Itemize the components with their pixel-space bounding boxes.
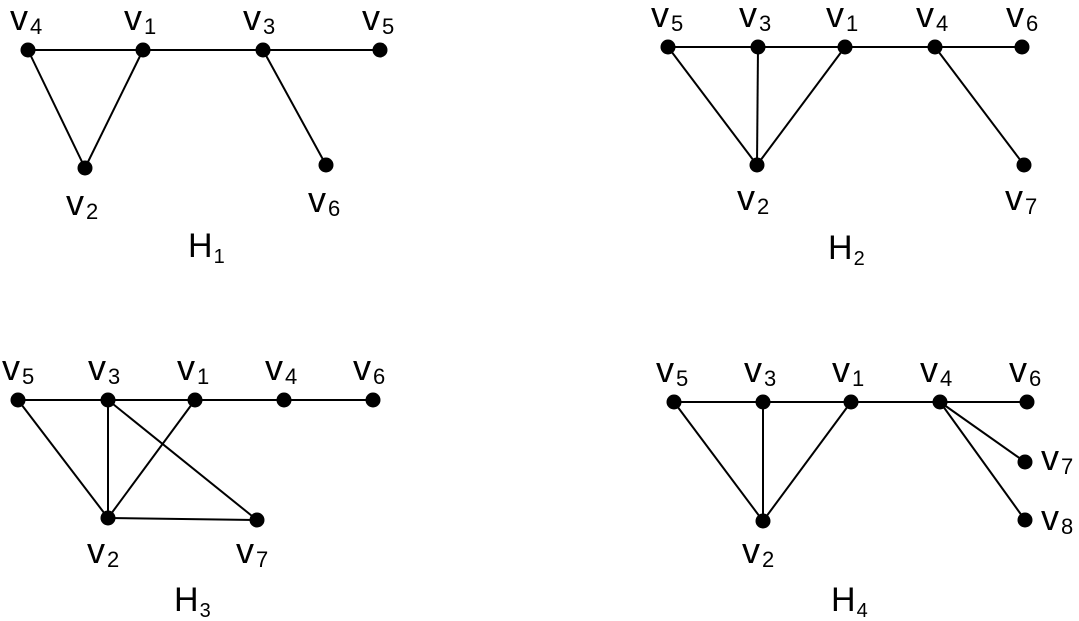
vertex-label-v7: v7 bbox=[1005, 177, 1037, 219]
edge-v1-v2 bbox=[762, 401, 852, 522]
vertex-v4 bbox=[276, 392, 292, 408]
vertex-label-v3: v3 bbox=[243, 0, 275, 39]
vertex-label-v7: v7 bbox=[1041, 437, 1073, 479]
vertex-v2 bbox=[77, 160, 93, 176]
vertex-label-v5: v5 bbox=[362, 0, 394, 39]
vertex-label-v6: v6 bbox=[1006, 0, 1038, 36]
vertex-v5 bbox=[372, 42, 388, 58]
vertex-label-v3: v3 bbox=[88, 347, 120, 389]
edge-v2-v7 bbox=[107, 517, 258, 521]
graph-title-h4: H4 bbox=[831, 581, 868, 621]
vertex-v1 bbox=[135, 42, 151, 58]
vertex-v7 bbox=[1017, 454, 1033, 470]
vertex-v6 bbox=[365, 392, 381, 408]
vertex-v5 bbox=[10, 392, 26, 408]
vertex-label-v4: v4 bbox=[916, 0, 948, 36]
vertex-v6 bbox=[1014, 39, 1030, 55]
vertex-label-v1: v1 bbox=[826, 0, 858, 36]
vertex-v4 bbox=[20, 42, 36, 58]
vertex-label-v6: v6 bbox=[353, 347, 385, 389]
vertex-v3 bbox=[100, 392, 116, 408]
edge-v3-v6 bbox=[262, 49, 327, 166]
edge-v4-v2 bbox=[27, 49, 86, 169]
vertex-label-v8: v8 bbox=[1041, 497, 1073, 539]
vertex-label-v6: v6 bbox=[308, 179, 340, 221]
vertex-label-v2: v2 bbox=[66, 182, 98, 224]
vertex-v2 bbox=[755, 513, 771, 529]
edge-v1-v2 bbox=[84, 49, 144, 169]
vertex-label-v3: v3 bbox=[739, 0, 771, 36]
vertex-v3 bbox=[750, 39, 766, 55]
vertex-v4 bbox=[927, 39, 943, 55]
edge-v3-v2 bbox=[756, 46, 759, 166]
graph-title-h2: H2 bbox=[828, 229, 865, 270]
edge-v1-v2 bbox=[756, 46, 846, 166]
graph-title-h3: H3 bbox=[174, 581, 211, 621]
vertex-label-v7: v7 bbox=[236, 530, 268, 572]
vertex-label-v1: v1 bbox=[832, 349, 864, 391]
vertex-v1 bbox=[187, 392, 203, 408]
vertex-label-v1: v1 bbox=[124, 0, 156, 39]
vertex-v6 bbox=[1019, 394, 1035, 410]
vertex-v3 bbox=[755, 394, 771, 410]
vertex-v3 bbox=[255, 42, 271, 58]
vertex-label-v4: v4 bbox=[10, 0, 42, 39]
edge-v1-v2 bbox=[107, 399, 196, 519]
vertex-v7 bbox=[249, 512, 265, 528]
vertex-v8 bbox=[1017, 512, 1033, 528]
vertex-label-v2: v2 bbox=[742, 530, 774, 572]
vertex-label-v5: v5 bbox=[651, 0, 683, 36]
vertex-label-v2: v2 bbox=[87, 530, 119, 572]
edge-v4-v8 bbox=[939, 401, 1026, 521]
vertex-label-v5: v5 bbox=[656, 349, 688, 391]
edge-v3-v7 bbox=[107, 399, 258, 521]
vertex-label-v6: v6 bbox=[1009, 349, 1041, 391]
vertex-label-v4: v4 bbox=[265, 347, 297, 389]
edge-v4-v7 bbox=[934, 46, 1025, 166]
vertex-label-v2: v2 bbox=[737, 177, 769, 219]
vertex-v4 bbox=[932, 394, 948, 410]
vertex-label-v4: v4 bbox=[920, 349, 952, 391]
vertex-label-v3: v3 bbox=[744, 349, 776, 391]
edge-v4-v7 bbox=[939, 401, 1026, 463]
edge-v5-v2 bbox=[673, 401, 764, 522]
edge-v5-v2 bbox=[667, 46, 758, 166]
vertex-label-v5: v5 bbox=[2, 347, 34, 389]
vertex-label-v1: v1 bbox=[177, 347, 209, 389]
vertex-v5 bbox=[660, 39, 676, 55]
vertex-v7 bbox=[1016, 157, 1032, 173]
edge-v5-v2 bbox=[17, 399, 109, 519]
vertex-v1 bbox=[843, 394, 859, 410]
vertex-v6 bbox=[318, 157, 334, 173]
vertex-v2 bbox=[100, 510, 116, 526]
vertex-v2 bbox=[749, 157, 765, 173]
vertex-v1 bbox=[837, 39, 853, 55]
vertex-v5 bbox=[666, 394, 682, 410]
graph-title-h1: H1 bbox=[188, 227, 225, 268]
